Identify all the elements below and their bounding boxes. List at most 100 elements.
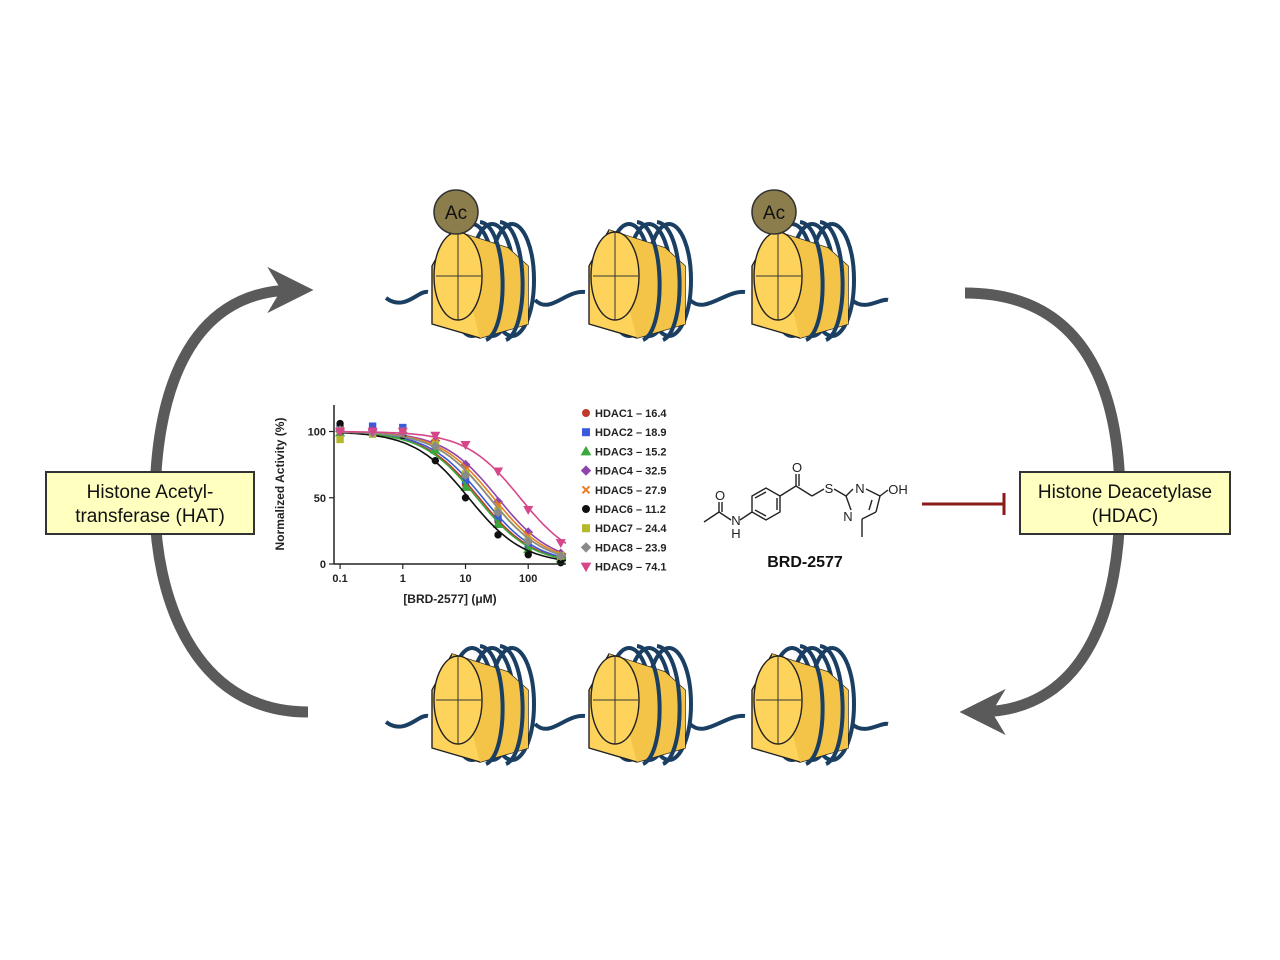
data-point: [492, 519, 504, 528]
atom-s: S: [825, 481, 834, 496]
data-point: [461, 494, 470, 502]
legend-marker: [582, 505, 590, 513]
legend-marker: [580, 542, 592, 553]
legend-label: HDAC5 – 27.9: [595, 485, 667, 497]
nucleosome: [588, 220, 693, 342]
compound-name: BRD-2577: [767, 554, 843, 571]
acetyl-label: Ac: [445, 203, 467, 224]
x-axis-label: [BRD-2577] (μM): [403, 592, 496, 606]
legend-label: HDAC6 – 11.2: [595, 504, 666, 516]
dna-strand-bottom: [384, 713, 889, 731]
dna-wrap-front: [499, 644, 525, 766]
legend-marker: [582, 524, 590, 533]
series-fit-curve: [340, 431, 567, 555]
nucleosome: [431, 644, 536, 766]
acetyl-group: Ac: [433, 189, 479, 235]
dna-wrap-front: [479, 644, 505, 766]
legend-marker: [580, 465, 592, 476]
series-fit-curve: [340, 431, 567, 557]
data-point: [492, 467, 504, 477]
legend-label: HDAC3 – 15.2: [595, 446, 667, 458]
nucleosome: [751, 220, 856, 342]
atom-h-amide: H: [731, 526, 740, 541]
dna-wrap-front: [499, 220, 525, 342]
x-tick-label: 10: [459, 573, 471, 585]
data-point: [336, 435, 344, 444]
hdac-box: Histone Deacetylase (HDAC): [1019, 471, 1231, 535]
series-fit-curve: [340, 430, 567, 544]
dna-wrap-front: [636, 644, 662, 766]
dna-wrap-front: [819, 220, 845, 342]
nucleosome: [588, 644, 693, 766]
data-point: [397, 427, 408, 437]
hdac-box-line1: Histone Deacetylase: [1038, 482, 1212, 503]
x-ticks: 0.1 1 10 100: [332, 564, 537, 585]
hat-box-line2: transferase (HAT): [75, 506, 225, 527]
hdac-box-line2: (HDAC): [1092, 506, 1159, 527]
legend-label: HDAC7 – 24.4: [595, 523, 667, 535]
acetyl-group: Ac: [751, 189, 797, 235]
dna-wrap-front: [656, 644, 682, 766]
data-point: [431, 456, 440, 465]
legend-marker: [582, 428, 590, 437]
atom-o-ketone: O: [792, 460, 802, 475]
series-fit-curve: [340, 431, 567, 560]
legend-label: HDAC9 – 74.1: [595, 562, 667, 574]
atom-n2: N: [843, 509, 852, 524]
data-point: [494, 531, 502, 539]
chart-plot-area: [335, 419, 567, 567]
atom-oh: OH: [888, 482, 908, 497]
x-tick-label: 1: [400, 573, 406, 585]
data-point: [335, 427, 346, 437]
data-point: [523, 505, 534, 515]
data-point: [367, 427, 378, 437]
dna-wrap-front: [799, 644, 825, 766]
dna-wrap-front: [656, 220, 682, 342]
nucleosome: [751, 644, 856, 766]
legend-marker: [580, 562, 592, 573]
data-point: [430, 441, 441, 451]
legend-label: HDAC8 – 23.9: [595, 542, 667, 554]
atom-n-amide: N: [731, 513, 740, 528]
brd-2577-structure: [703, 474, 889, 537]
legend-label: HDAC4 – 32.5: [595, 466, 667, 478]
dose-response-chart: 0.1 1 10 100 0 50 100 [BRD-2577] (μM) Normali…: [273, 405, 667, 606]
y-axis-label: Normalized Activity (%): [273, 418, 287, 551]
y-tick-label: 50: [314, 493, 326, 505]
y-ticks: 0 50 100: [308, 427, 334, 571]
x-tick-label: 100: [519, 573, 537, 585]
nucleosome: [431, 220, 536, 342]
y-tick-label: 0: [320, 559, 326, 571]
data-point: [493, 507, 503, 518]
legend-marker: [580, 445, 592, 456]
legend-label: HDAC2 – 18.9: [595, 427, 667, 439]
y-tick-label: 100: [308, 427, 326, 439]
series-fit-curve: [340, 431, 567, 562]
legend-marker: [582, 409, 590, 417]
atom-n1: N: [855, 481, 864, 496]
dna-strand-top: [384, 289, 889, 307]
atom-o-amide: O: [715, 488, 725, 503]
data-point: [460, 481, 471, 491]
dna-wrap-front: [636, 220, 662, 342]
acetyl-label: Ac: [763, 203, 785, 224]
legend-marker: [581, 485, 591, 495]
data-point: [460, 441, 471, 450]
legend-label: HDAC1 – 16.4: [595, 408, 667, 420]
dna-wrap-front: [819, 644, 845, 766]
inhibition-arrow: [922, 493, 1006, 515]
dna-wrap-front: [799, 220, 825, 342]
hat-box-line1: Histone Acetyl-: [87, 482, 214, 503]
data-point: [523, 536, 534, 547]
data-point: [430, 431, 441, 441]
dna-wrap-front: [479, 220, 505, 342]
data-point: [460, 470, 471, 481]
data-point: [555, 539, 566, 549]
brd-2577-atom-labels: O N H O S N N OH BRD-2577: [715, 460, 908, 571]
x-tick-label: 0.1: [332, 573, 347, 585]
hat-box: Histone Acetyl- transferase (HAT): [45, 471, 255, 535]
deacetylated-chromatin: [384, 644, 889, 766]
acetylated-chromatin: Ac Ac: [384, 189, 889, 342]
